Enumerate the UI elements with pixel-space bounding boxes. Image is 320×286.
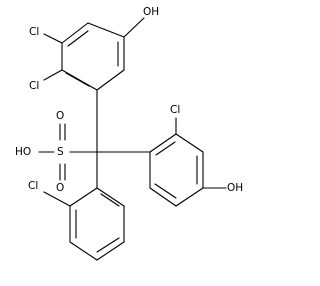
label-cl-bottom: Cl bbox=[28, 180, 38, 192]
structure-canvas: OH Cl Cl Cl OH HO S O O Cl bbox=[15, 6, 244, 261]
bond-top-ring-3-inner bbox=[67, 30, 89, 47]
bond-right-ring-1 bbox=[149, 133, 177, 153]
bond-right-ring-5-inner bbox=[154, 183, 177, 199]
molecule-diagram: OH Cl Cl Cl OH HO S O O Cl bbox=[15, 6, 243, 261]
bond-bottom-ring-6 bbox=[69, 187, 98, 207]
bond-right-ring-5 bbox=[149, 187, 177, 207]
bond-top-ring-to-oh bbox=[123, 17, 145, 38]
label-s: S bbox=[57, 146, 64, 158]
bond-bottom-ring-to-cl bbox=[43, 191, 71, 207]
bond-bottom-ring-1 bbox=[96, 187, 125, 207]
label-o-bottom: O bbox=[56, 182, 64, 194]
label-oh-right: OH bbox=[227, 182, 243, 194]
bond-bottom-ring-1-inner bbox=[100, 193, 120, 207]
bond-right-ring-1-inner bbox=[155, 141, 176, 156]
bond-top-ring-to-cl-upper bbox=[43, 33, 63, 44]
label-cl-right-ring: Cl bbox=[170, 104, 180, 116]
bond-top-ring-to-cl-lower bbox=[43, 69, 63, 81]
bond-bottom-ring-4 bbox=[69, 241, 98, 261]
bond-bottom-ring-3-inner bbox=[96, 237, 120, 253]
label-ho-sulfonic: HO bbox=[15, 146, 31, 158]
label-cl-upper-left: Cl bbox=[29, 26, 39, 38]
bond-top-ring-4 bbox=[87, 22, 125, 38]
bond-top-ring-6 bbox=[96, 69, 125, 91]
bond-top-ring-3 bbox=[61, 22, 89, 44]
bond-bottom-ring-3 bbox=[96, 241, 125, 261]
bond-right-ring-4 bbox=[175, 187, 204, 207]
label-cl-lower-left: Cl bbox=[29, 80, 39, 92]
bond-right-ring-2 bbox=[175, 133, 204, 153]
label-oh-top: OH bbox=[143, 6, 159, 18]
label-o-top: O bbox=[56, 110, 64, 122]
bond-top-ring-1-inner bbox=[65, 72, 90, 87]
